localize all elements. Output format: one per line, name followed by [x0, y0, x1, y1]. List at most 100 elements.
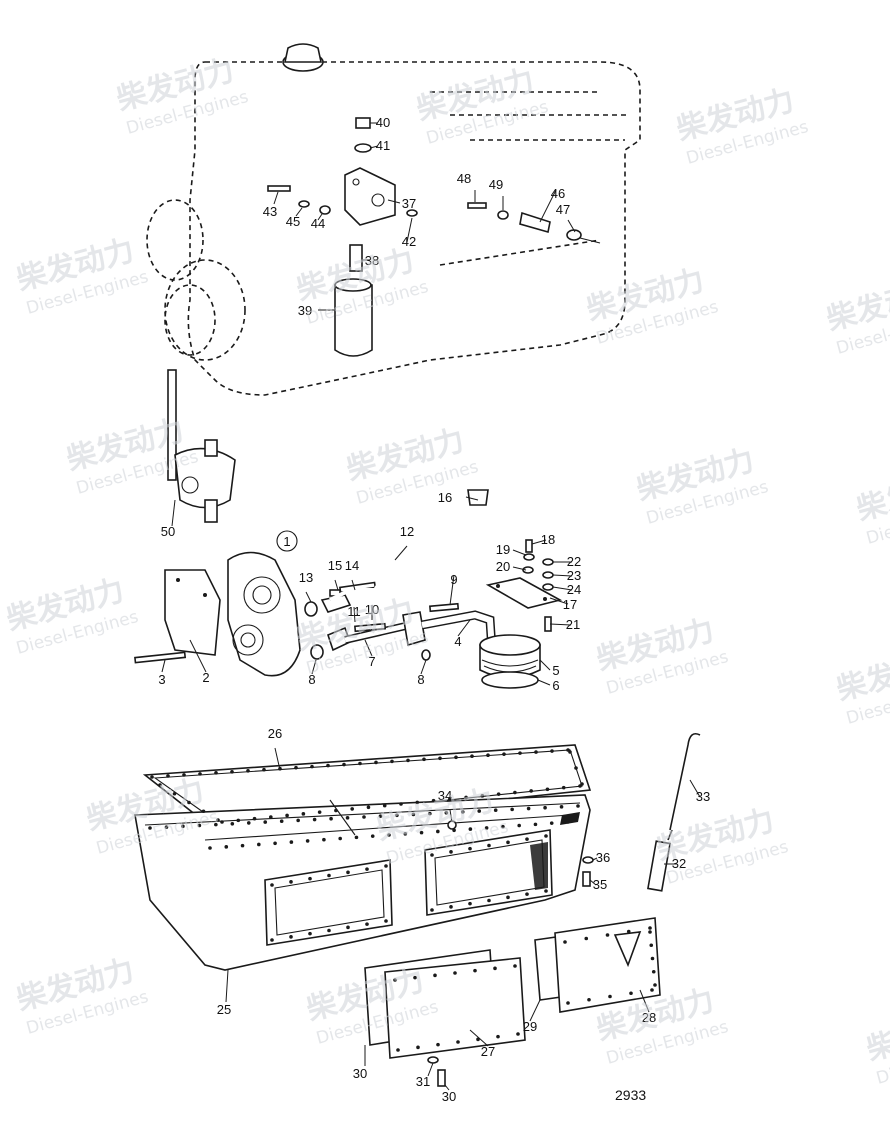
pan-flange-hole — [263, 820, 268, 824]
leader-line-11 — [353, 606, 356, 623]
gasket-hole — [550, 749, 554, 753]
callout-1-circle — [276, 530, 298, 552]
window-hole — [289, 935, 293, 939]
pan-flange-hole — [289, 840, 294, 844]
leader-line-23 — [552, 574, 573, 577]
window-hole — [525, 837, 529, 841]
leader-line-24 — [552, 586, 573, 591]
callout-31: 31 — [416, 1074, 430, 1089]
cover-hole — [493, 966, 497, 971]
cover-hole — [416, 1045, 420, 1050]
callout-27: 27 — [481, 1044, 495, 1059]
callout-8: 8 — [308, 672, 315, 687]
pan-flange-hole — [493, 808, 498, 813]
cover-hole — [393, 978, 397, 982]
watermark-text-cn: 柴发动力 — [853, 463, 890, 528]
leader-line-27 — [469, 1029, 489, 1047]
callout-39: 39 — [298, 303, 312, 318]
leader-line-31 — [427, 1062, 434, 1077]
callout-26: 26 — [268, 726, 282, 741]
callout-6: 6 — [552, 678, 559, 693]
pan-flange-hole — [477, 809, 482, 813]
gasket-hole — [382, 803, 387, 808]
gasket-hole — [285, 813, 289, 818]
gasket-hole — [480, 794, 485, 798]
window-hole — [384, 919, 388, 923]
drawing-number: 2933 — [615, 1087, 646, 1103]
leader-line-19 — [512, 549, 527, 556]
gasket-hole — [399, 802, 403, 806]
gasket-hole — [406, 758, 410, 763]
bracket-18 — [485, 539, 563, 632]
leader-line-4 — [457, 619, 471, 637]
pan-flange-hole — [345, 816, 350, 820]
pan-flange-hole — [411, 812, 416, 817]
pan-flange-hole — [543, 805, 547, 810]
gasket-hole — [220, 820, 224, 824]
callout-9: 9 — [450, 572, 457, 587]
pan-flange-hole — [296, 818, 300, 823]
oil-filler-cap — [282, 43, 324, 72]
callout-33: 33 — [696, 789, 710, 804]
gasket-hole — [198, 772, 202, 776]
leader-line-26 — [274, 747, 281, 771]
gasket-hole — [496, 792, 501, 796]
pan-flange-hole — [403, 832, 408, 836]
gasket-hole — [350, 807, 354, 811]
callout-18: 18 — [541, 532, 555, 547]
leader-line-50 — [171, 499, 176, 527]
callout-20: 20 — [496, 559, 510, 574]
callout-2: 2 — [202, 670, 209, 685]
gasket-hole — [568, 750, 572, 754]
window-hole — [384, 864, 388, 868]
callout-17: 17 — [563, 597, 577, 612]
leader-line-17 — [549, 597, 569, 605]
gasket-hole — [574, 766, 578, 770]
pan-flange-hole — [468, 827, 473, 831]
callout-16: 16 — [438, 490, 452, 505]
pan-flange-hole — [436, 829, 440, 834]
gasket-hole — [358, 761, 362, 766]
window-hole — [544, 834, 548, 838]
gasket-hole — [216, 818, 220, 822]
window-hole — [468, 846, 472, 851]
gasket-hole — [334, 808, 338, 813]
callout-37: 37 — [402, 196, 416, 211]
cover-hole — [587, 997, 591, 1002]
pan-flange-hole — [510, 807, 514, 812]
gasket-hole — [230, 770, 234, 774]
cover-hole — [516, 1032, 520, 1036]
callout-14: 14 — [345, 558, 359, 573]
leader-line-47 — [567, 219, 576, 233]
window-hole — [468, 901, 472, 906]
leader-line-44 — [317, 213, 323, 221]
pan-flange-hole — [533, 822, 538, 827]
pan-flange-hole — [214, 822, 218, 827]
pan-flange-hole — [517, 823, 521, 828]
cover-hole — [648, 926, 652, 930]
watermark-text-cn: 柴发动力 — [833, 643, 890, 708]
gasket-hole — [166, 774, 170, 778]
leader-lines — [161, 122, 701, 1091]
leader-line-14 — [351, 579, 356, 591]
callout-1: 1 — [283, 534, 290, 549]
pan-flange-hole — [559, 805, 564, 809]
leader-line-20 — [512, 566, 527, 571]
leader-line-42 — [406, 217, 413, 243]
pan-flange-hole — [378, 814, 383, 818]
callout-41: 41 — [376, 138, 390, 153]
watermark-text-cn: 柴发动力 — [863, 1003, 890, 1068]
cover-hole — [608, 994, 612, 999]
callout-8: 8 — [417, 672, 424, 687]
cover-hole — [413, 975, 417, 980]
cover-hole — [496, 1034, 500, 1039]
window-hole — [487, 898, 491, 903]
gasket-hole — [578, 784, 582, 788]
window-hole — [327, 873, 331, 878]
callout-12: 12 — [400, 524, 414, 539]
pan-flange-hole — [395, 813, 399, 818]
gasket-hole — [201, 809, 206, 814]
pan-flange-hole — [362, 815, 366, 819]
